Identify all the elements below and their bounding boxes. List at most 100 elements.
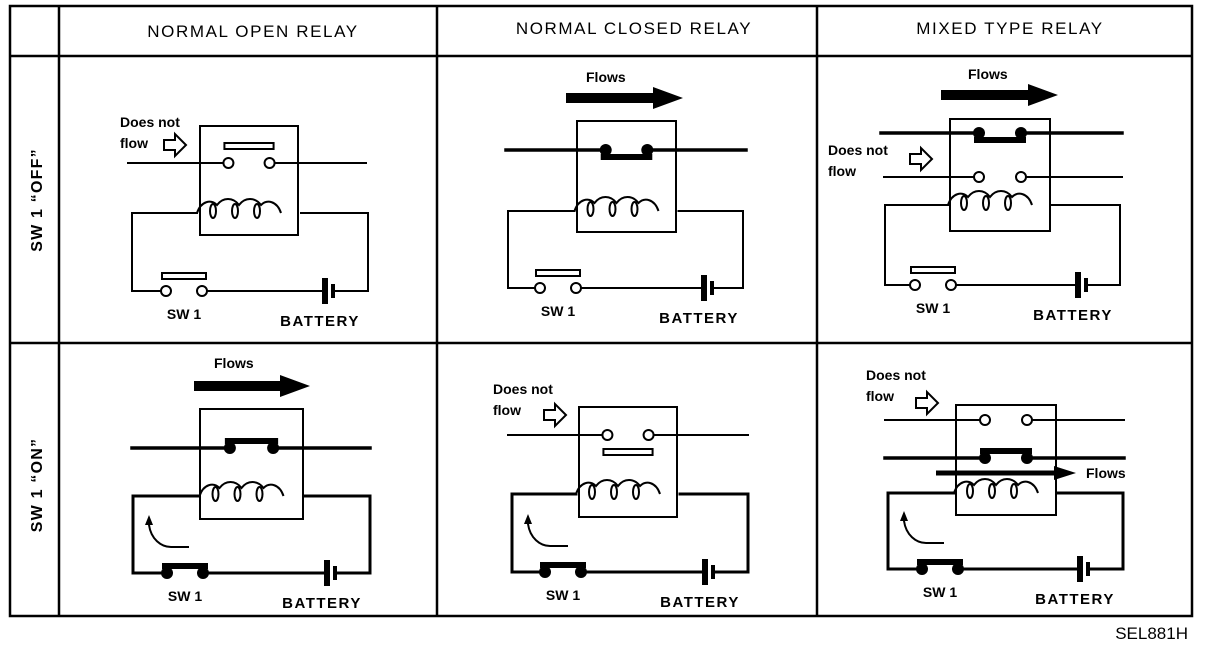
coil-loop [253, 203, 261, 219]
battery-label: BATTERY [659, 310, 739, 327]
switch-label: SW 1 [546, 587, 580, 603]
coil-humps [573, 196, 660, 212]
contact-closed [973, 127, 985, 139]
flows-label: Flows [1086, 465, 1126, 481]
battery-long-plate [324, 560, 330, 586]
row-header-sw-off: SW 1 “OFF” [29, 148, 46, 252]
coil-loop [608, 201, 617, 217]
relay-housing [576, 120, 677, 233]
relay-housing [199, 408, 304, 520]
battery-short-plate [1086, 562, 1090, 576]
relay-coil-icon [575, 479, 661, 500]
curve [148, 521, 189, 548]
coil-loop [586, 201, 595, 217]
flows-label: Flows [214, 355, 254, 371]
battery-label: BATTERY [282, 595, 362, 612]
coil-humps [196, 198, 282, 214]
contact-open [534, 282, 546, 294]
battery-long-plate [702, 559, 708, 585]
relay-housing [955, 404, 1057, 516]
relay-housing [949, 118, 1051, 232]
coil-loop [630, 201, 639, 217]
coil-loop [610, 484, 618, 500]
contact-bar [974, 137, 1026, 143]
row-header-sw-on: SW 1 “ON” [29, 438, 46, 532]
coil-loop [982, 195, 990, 211]
battery-icon [322, 278, 335, 304]
relay-coil-icon [573, 196, 660, 217]
current-direction-icon [900, 511, 944, 544]
contact-closed [641, 144, 654, 156]
battery-icon [1075, 272, 1088, 298]
contact-open [973, 171, 985, 183]
battery-long-plate [1077, 556, 1083, 582]
contact-open [979, 414, 991, 426]
battery-short-plate [1084, 278, 1088, 292]
contact-open [160, 285, 172, 297]
contact-closed [539, 566, 551, 578]
column-header-normal-closed: NORMAL CLOSED RELAY [516, 19, 752, 38]
arrow-shaft [936, 470, 1056, 476]
contact-bar [917, 559, 963, 565]
contact-open [222, 157, 235, 169]
flows-label: Flows [968, 66, 1008, 82]
column-header-mixed-type: MIXED TYPE RELAY [916, 19, 1103, 38]
switch-label: SW 1 [923, 584, 957, 600]
contact-closed [575, 566, 587, 578]
contact-open [570, 282, 582, 294]
arrow-shaft [194, 381, 282, 391]
battery-short-plate [710, 281, 714, 295]
arrow-head [280, 375, 310, 397]
coil-humps [575, 479, 661, 495]
battery-icon [1077, 556, 1090, 582]
coil-loop [231, 203, 239, 219]
switch-label: SW 1 [916, 300, 950, 316]
current-direction-icon [145, 515, 189, 548]
arrow-tip [900, 511, 908, 521]
contact-closed [1021, 452, 1033, 464]
relay-housing [199, 125, 299, 236]
contact-bar-open [535, 269, 581, 277]
coil-humps [953, 478, 1039, 494]
contact-closed [197, 567, 209, 579]
does-not-flow-label: flow [493, 402, 521, 418]
relay-coil-icon [947, 190, 1033, 211]
battery-short-plate [331, 284, 335, 298]
does-not-flow-label: Does not [493, 381, 553, 397]
battery-long-plate [1075, 272, 1081, 298]
battery-label: BATTERY [660, 594, 740, 611]
flow-arrow-icon [936, 466, 1076, 480]
battery-long-plate [322, 278, 328, 304]
figure-reference-code: SEL881H [1115, 624, 1188, 643]
contact-closed [599, 144, 612, 156]
contact-closed [1015, 127, 1027, 139]
coil-loop [233, 486, 242, 502]
coil-humps [198, 481, 285, 497]
relay-coil-icon [953, 478, 1039, 499]
arrow-head [653, 87, 683, 109]
current-direction-icon [524, 514, 568, 547]
contact-closed [267, 442, 280, 454]
contact-bar [980, 448, 1032, 454]
contact-closed [952, 563, 964, 575]
contact-open [196, 285, 208, 297]
does-not-flow-label: Does not [120, 114, 180, 130]
battery-label: BATTERY [1033, 307, 1113, 324]
contact-bar [540, 562, 586, 568]
arrow-tip [145, 515, 153, 525]
relay-coil-icon [198, 481, 285, 502]
relay-coil-icon [196, 198, 282, 219]
arrow-tip [524, 514, 532, 524]
battery-icon [702, 559, 715, 585]
contact-open [1021, 414, 1033, 426]
no-flow-arrow-icon [163, 131, 188, 159]
switch-label: SW 1 [541, 303, 575, 319]
coil-loop [966, 483, 974, 499]
coil-loop [1004, 195, 1012, 211]
relay-housing [578, 406, 678, 518]
